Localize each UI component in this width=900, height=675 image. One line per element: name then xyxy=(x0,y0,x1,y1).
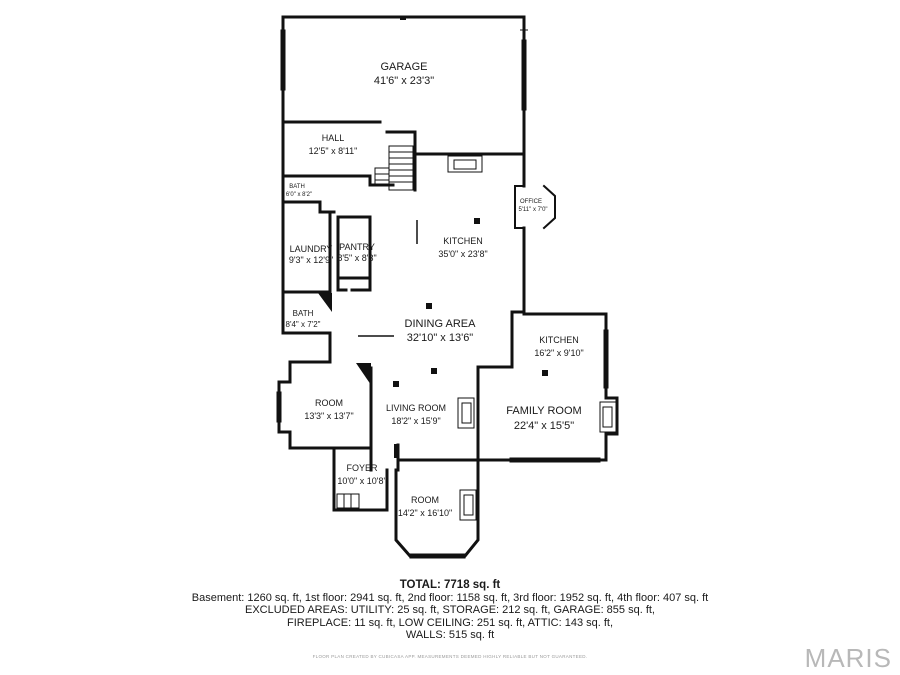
column xyxy=(400,17,406,20)
kitchen-small-walls xyxy=(476,310,608,462)
excluded-areas: EXCLUDED AREAS: UTILITY: 25 sq. ft, STOR… xyxy=(244,604,655,616)
window xyxy=(276,391,282,423)
footnote: FLOOR PLAN CREATED BY CUBICASA APP. MEAS… xyxy=(312,654,588,659)
room-size: 10'0" x 10'8" xyxy=(337,476,386,486)
floor-plan: GARAGE 41'6" x 23'3" HALL 12'5" x 8'11" … xyxy=(276,15,619,559)
column xyxy=(474,218,480,224)
room-name: FAMILY ROOM xyxy=(506,405,581,417)
total-area: TOTAL: 7718 sq. ft xyxy=(399,579,501,591)
column xyxy=(431,368,437,374)
room-labels: GARAGE 41'6" x 23'3" HALL 12'5" x 8'11" … xyxy=(286,61,584,518)
room-name: FOYER xyxy=(346,463,378,473)
room-size: 12'5" x 8'11" xyxy=(309,146,358,156)
walls-area: WALLS: 515 sq. ft xyxy=(405,629,495,641)
room-size: 9'3" x 12'9" xyxy=(289,255,333,265)
hall-walls xyxy=(281,120,417,192)
floor-areas: Basement: 1260 sq. ft, 1st floor: 2941 s… xyxy=(191,591,709,604)
room-size: 6'0" x 8'2" xyxy=(286,192,312,198)
room-name: HALL xyxy=(322,133,345,143)
room-name: OFFICE xyxy=(520,199,542,205)
room-name: ROOM xyxy=(315,398,343,408)
window xyxy=(509,457,601,463)
column xyxy=(542,370,548,376)
laundry-walls xyxy=(281,210,332,294)
room-size: 5'11" x 7'0" xyxy=(518,207,547,213)
room-size: 32'10" x 13'6" xyxy=(407,332,474,344)
room-size: 41'6" x 23'3" xyxy=(374,75,434,87)
room-size: 18'2" x 15'9" xyxy=(391,416,440,426)
fireplace-icon xyxy=(457,397,475,429)
room-name: LAUNDRY xyxy=(290,244,333,254)
room-name: LIVING ROOM xyxy=(386,403,446,413)
fireplace-icon xyxy=(447,155,483,173)
room-size: 16'2" x 9'10" xyxy=(534,348,583,358)
bath-upper-walls xyxy=(281,200,336,214)
excluded-areas-cont: FIREPLACE: 11 sq. ft, LOW CEILING: 251 s… xyxy=(286,616,614,629)
room-name: DINING AREA xyxy=(405,318,477,330)
room-name: GARAGE xyxy=(380,61,427,73)
fireplace-icon xyxy=(599,401,617,433)
room-size: 14'2" x 16'10" xyxy=(398,508,452,518)
corner-block xyxy=(318,293,332,312)
column xyxy=(393,381,399,387)
room-size: 8'4" x 7'2" xyxy=(286,320,321,329)
room-size: 8'5" x 8'3" xyxy=(337,253,376,263)
corner-block xyxy=(356,363,371,385)
hall-lower xyxy=(281,174,395,187)
window xyxy=(409,553,466,559)
room-name: BATH xyxy=(293,309,314,318)
window xyxy=(280,29,286,91)
room-size: 22'4" x 15'5" xyxy=(514,420,574,432)
room-name: ROOM xyxy=(411,495,439,505)
pantry-sub xyxy=(336,276,372,292)
brand-logo: MARIS xyxy=(804,643,892,673)
walls xyxy=(277,15,619,558)
window xyxy=(521,39,527,111)
room-bottom-walls xyxy=(385,458,480,558)
area-summary: TOTAL: 7718 sq. ft Basement: 1260 sq. ft… xyxy=(0,579,900,642)
room-size: 13'3" x 13'7" xyxy=(304,411,353,421)
room-name: BATH xyxy=(289,184,305,190)
window xyxy=(603,329,609,389)
room-name: PANTRY xyxy=(339,242,375,252)
room-size: 35'0" x 23'8" xyxy=(438,249,487,259)
stairs-icon xyxy=(374,145,414,191)
office-bay xyxy=(514,184,556,230)
west-wall xyxy=(281,174,332,364)
column xyxy=(394,444,399,458)
column xyxy=(426,303,432,309)
solid-marks xyxy=(318,17,548,458)
fireplace-icon xyxy=(459,489,477,521)
room-name: KITCHEN xyxy=(443,236,483,246)
room-name: KITCHEN xyxy=(539,335,579,345)
stairs-icon xyxy=(336,493,360,509)
family-walls xyxy=(476,396,619,462)
thin-details xyxy=(276,29,617,559)
